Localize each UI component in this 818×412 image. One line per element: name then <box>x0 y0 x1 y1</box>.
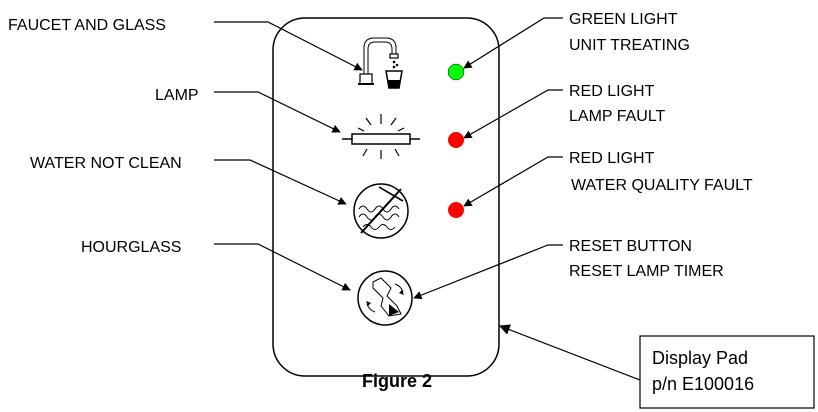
lamp-icon <box>342 114 420 159</box>
callout-box <box>639 335 815 409</box>
label-reset-button: RESET BUTTON <box>569 238 692 255</box>
callout-leader <box>498 324 641 381</box>
figure-caption: Figure 2 <box>362 371 432 391</box>
water-not-clean-icon <box>353 183 409 239</box>
red-light-indicator-water <box>448 202 464 218</box>
leader-red-light-1 <box>463 89 563 139</box>
leader-reset-button <box>413 244 563 300</box>
label-lamp-fault: LAMP FAULT <box>569 108 666 125</box>
label-hourglass: HOURGLASS <box>81 239 181 256</box>
leader-lamp <box>214 91 341 133</box>
label-faucet-and-glass: FAUCET AND GLASS <box>8 17 166 34</box>
label-green-light: GREEN LIGHT <box>569 11 678 28</box>
leader-faucet <box>214 21 363 71</box>
label-water-quality-fault: WATER QUALITY FAULT <box>571 177 753 194</box>
callout-line-2: p/n E100016 <box>652 374 754 394</box>
callout-line-1: Display Pad <box>652 348 748 368</box>
label-red-light-2: RED LIGHT <box>569 150 655 167</box>
display-pad-panel <box>272 17 500 377</box>
faucet-glass-icon <box>358 37 403 89</box>
leader-red-light-2 <box>463 156 563 207</box>
hourglass-icon[interactable] <box>357 270 413 326</box>
label-reset-lamp-timer: RESET LAMP TIMER <box>569 263 724 280</box>
label-water-not-clean: WATER NOT CLEAN <box>30 155 182 172</box>
label-unit-treating: UNIT TREATING <box>569 37 690 54</box>
leader-hourglass <box>214 243 351 291</box>
label-lamp: LAMP <box>155 87 199 104</box>
leader-water <box>214 159 347 205</box>
leader-green-light <box>463 17 563 69</box>
label-red-light-1: RED LIGHT <box>569 83 655 100</box>
green-light-indicator <box>447 63 465 81</box>
red-light-indicator-lamp <box>448 132 464 148</box>
